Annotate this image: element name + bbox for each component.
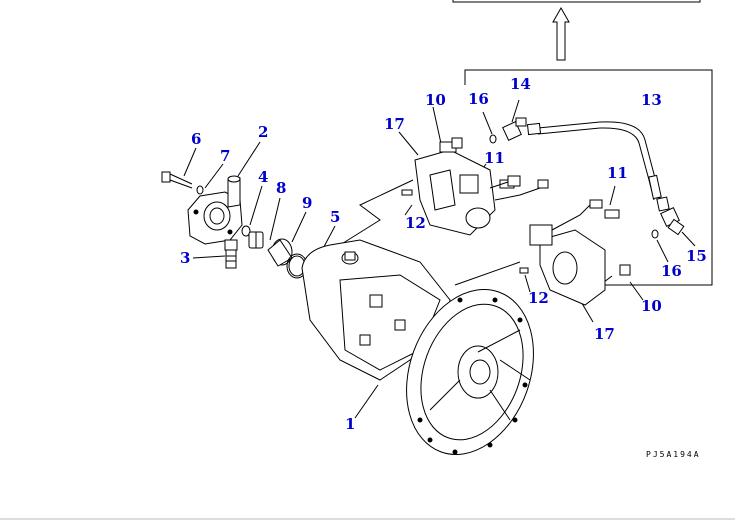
leader-lines [183, 106, 644, 419]
callout-3: 3 [180, 249, 191, 267]
elbow-fitting-14 [502, 99, 527, 141]
callout-11-upper: 11 [484, 149, 505, 167]
callout-7: 7 [220, 147, 231, 165]
callout-10-lower: 10 [641, 297, 662, 315]
bolt-11-upper [489, 175, 521, 189]
callout-6: 6 [191, 130, 202, 148]
callout-12-upper: 12 [405, 214, 426, 232]
bolt-6 [161, 171, 193, 189]
callout-10-upper: 10 [425, 91, 446, 109]
o-ring-4 [241, 225, 251, 237]
callout-4: 4 [258, 168, 269, 186]
callout-11-lower: 11 [607, 164, 628, 182]
callout-13: 13 [641, 91, 662, 109]
callout-5: 5 [330, 208, 341, 226]
washer-7 [196, 185, 204, 195]
servo-valve-17-lower [519, 199, 631, 306]
callout-1: 1 [345, 415, 356, 433]
bolt-10-upper [451, 137, 463, 149]
servo-valve-17-upper [401, 141, 549, 236]
gear-pump-2 [187, 175, 243, 245]
callout-14: 14 [510, 75, 531, 93]
callout-16-lower: 16 [661, 262, 682, 280]
spacer-9 [267, 238, 293, 267]
main-pump-1 [301, 239, 534, 455]
coupling-8 [248, 231, 264, 249]
drawing-code: PJ5A194A [646, 450, 701, 459]
callout-9: 9 [302, 194, 313, 212]
elbow-fitting-15 [660, 207, 696, 247]
callout-2: 2 [258, 123, 269, 141]
callout-15: 15 [686, 247, 707, 265]
control-line-frame [464, 69, 713, 286]
callout-17-lower: 17 [594, 325, 615, 343]
relief-valve-3 [224, 239, 238, 269]
callout-17-upper: 17 [384, 115, 405, 133]
o-ring-16 [482, 111, 669, 263]
hose-13 [526, 121, 670, 212]
callout-16-upper: 16 [468, 90, 489, 108]
upper-assembly-box [452, 0, 701, 61]
callout-8: 8 [276, 179, 287, 197]
callout-12-lower: 12 [528, 289, 549, 307]
